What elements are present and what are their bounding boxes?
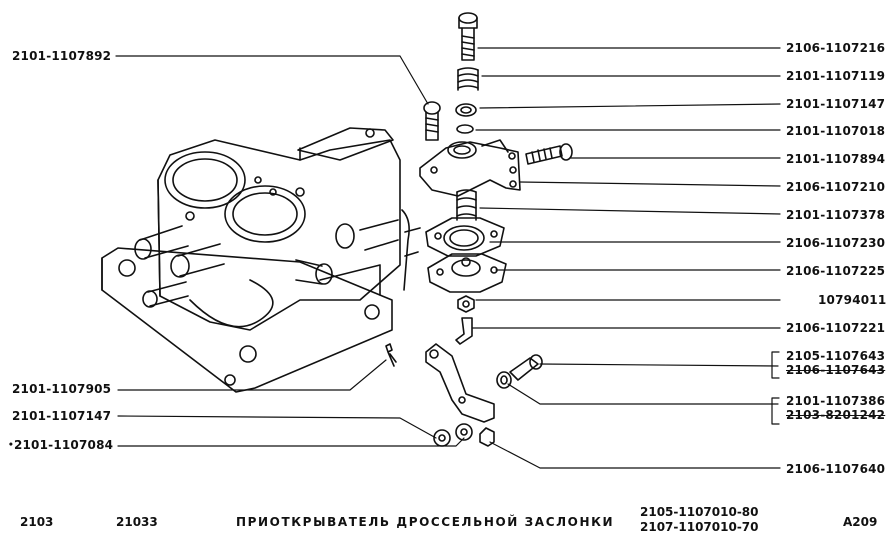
model-code-21033: 21033 <box>116 515 158 529</box>
part-label-2101-1107119: 2101-1107119 <box>786 69 886 83</box>
part-label-10794011: 10794011 <box>818 293 887 307</box>
leader-lines <box>115 47 781 469</box>
assembly-number-2: 2107-1107010-70 <box>640 520 759 534</box>
part-label-2106-1107640: 2106-1107640 <box>786 462 886 476</box>
part-label-2101-1107018: 2101-1107018 <box>786 124 886 138</box>
bullet-mark: • <box>8 440 14 451</box>
page-number: A209 <box>843 515 878 529</box>
part-label-2101-1107386: 2101-1107386 <box>786 394 886 408</box>
part-label-2101-1107084: •2101-1107084 <box>8 438 113 453</box>
part-label-2101-1107378: 2101-1107378 <box>786 208 886 222</box>
part-label-2101-1107147-left: 2101-1107147 <box>12 409 112 423</box>
part-label-2101-1107905: 2101-1107905 <box>12 382 112 396</box>
part-label-2103-8201242: 2103-8201242 <box>786 408 886 422</box>
part-label-2106-1107221: 2106-1107221 <box>786 321 886 335</box>
page-title: ПРИОТКРЫВАТЕЛЬ ДРОССЕЛЬНОЙ ЗАСЛОНКИ <box>236 515 615 529</box>
part-label-2101-1107084-text: 2101-1107084 <box>13 438 114 452</box>
exploded-parts <box>385 12 573 447</box>
part-label-2101-1107894: 2101-1107894 <box>786 152 886 166</box>
part-label-2106-1107230: 2106-1107230 <box>786 236 886 250</box>
part-label-2106-1107210: 2106-1107210 <box>786 180 886 194</box>
part-label-2106-1107643: 2106-1107643 <box>786 363 886 377</box>
part-label-2101-1107892: 2101-1107892 <box>12 49 112 63</box>
part-label-2106-1107216: 2106-1107216 <box>786 41 886 55</box>
assembly-number-1: 2105-1107010-80 <box>640 505 759 519</box>
part-label-2101-1107147-right: 2101-1107147 <box>786 97 886 111</box>
part-label-2106-1107225: 2106-1107225 <box>786 264 886 278</box>
carburetor-body <box>101 127 421 393</box>
model-code-2103: 2103 <box>20 515 54 529</box>
part-label-2105-1107643: 2105-1107643 <box>786 349 886 363</box>
